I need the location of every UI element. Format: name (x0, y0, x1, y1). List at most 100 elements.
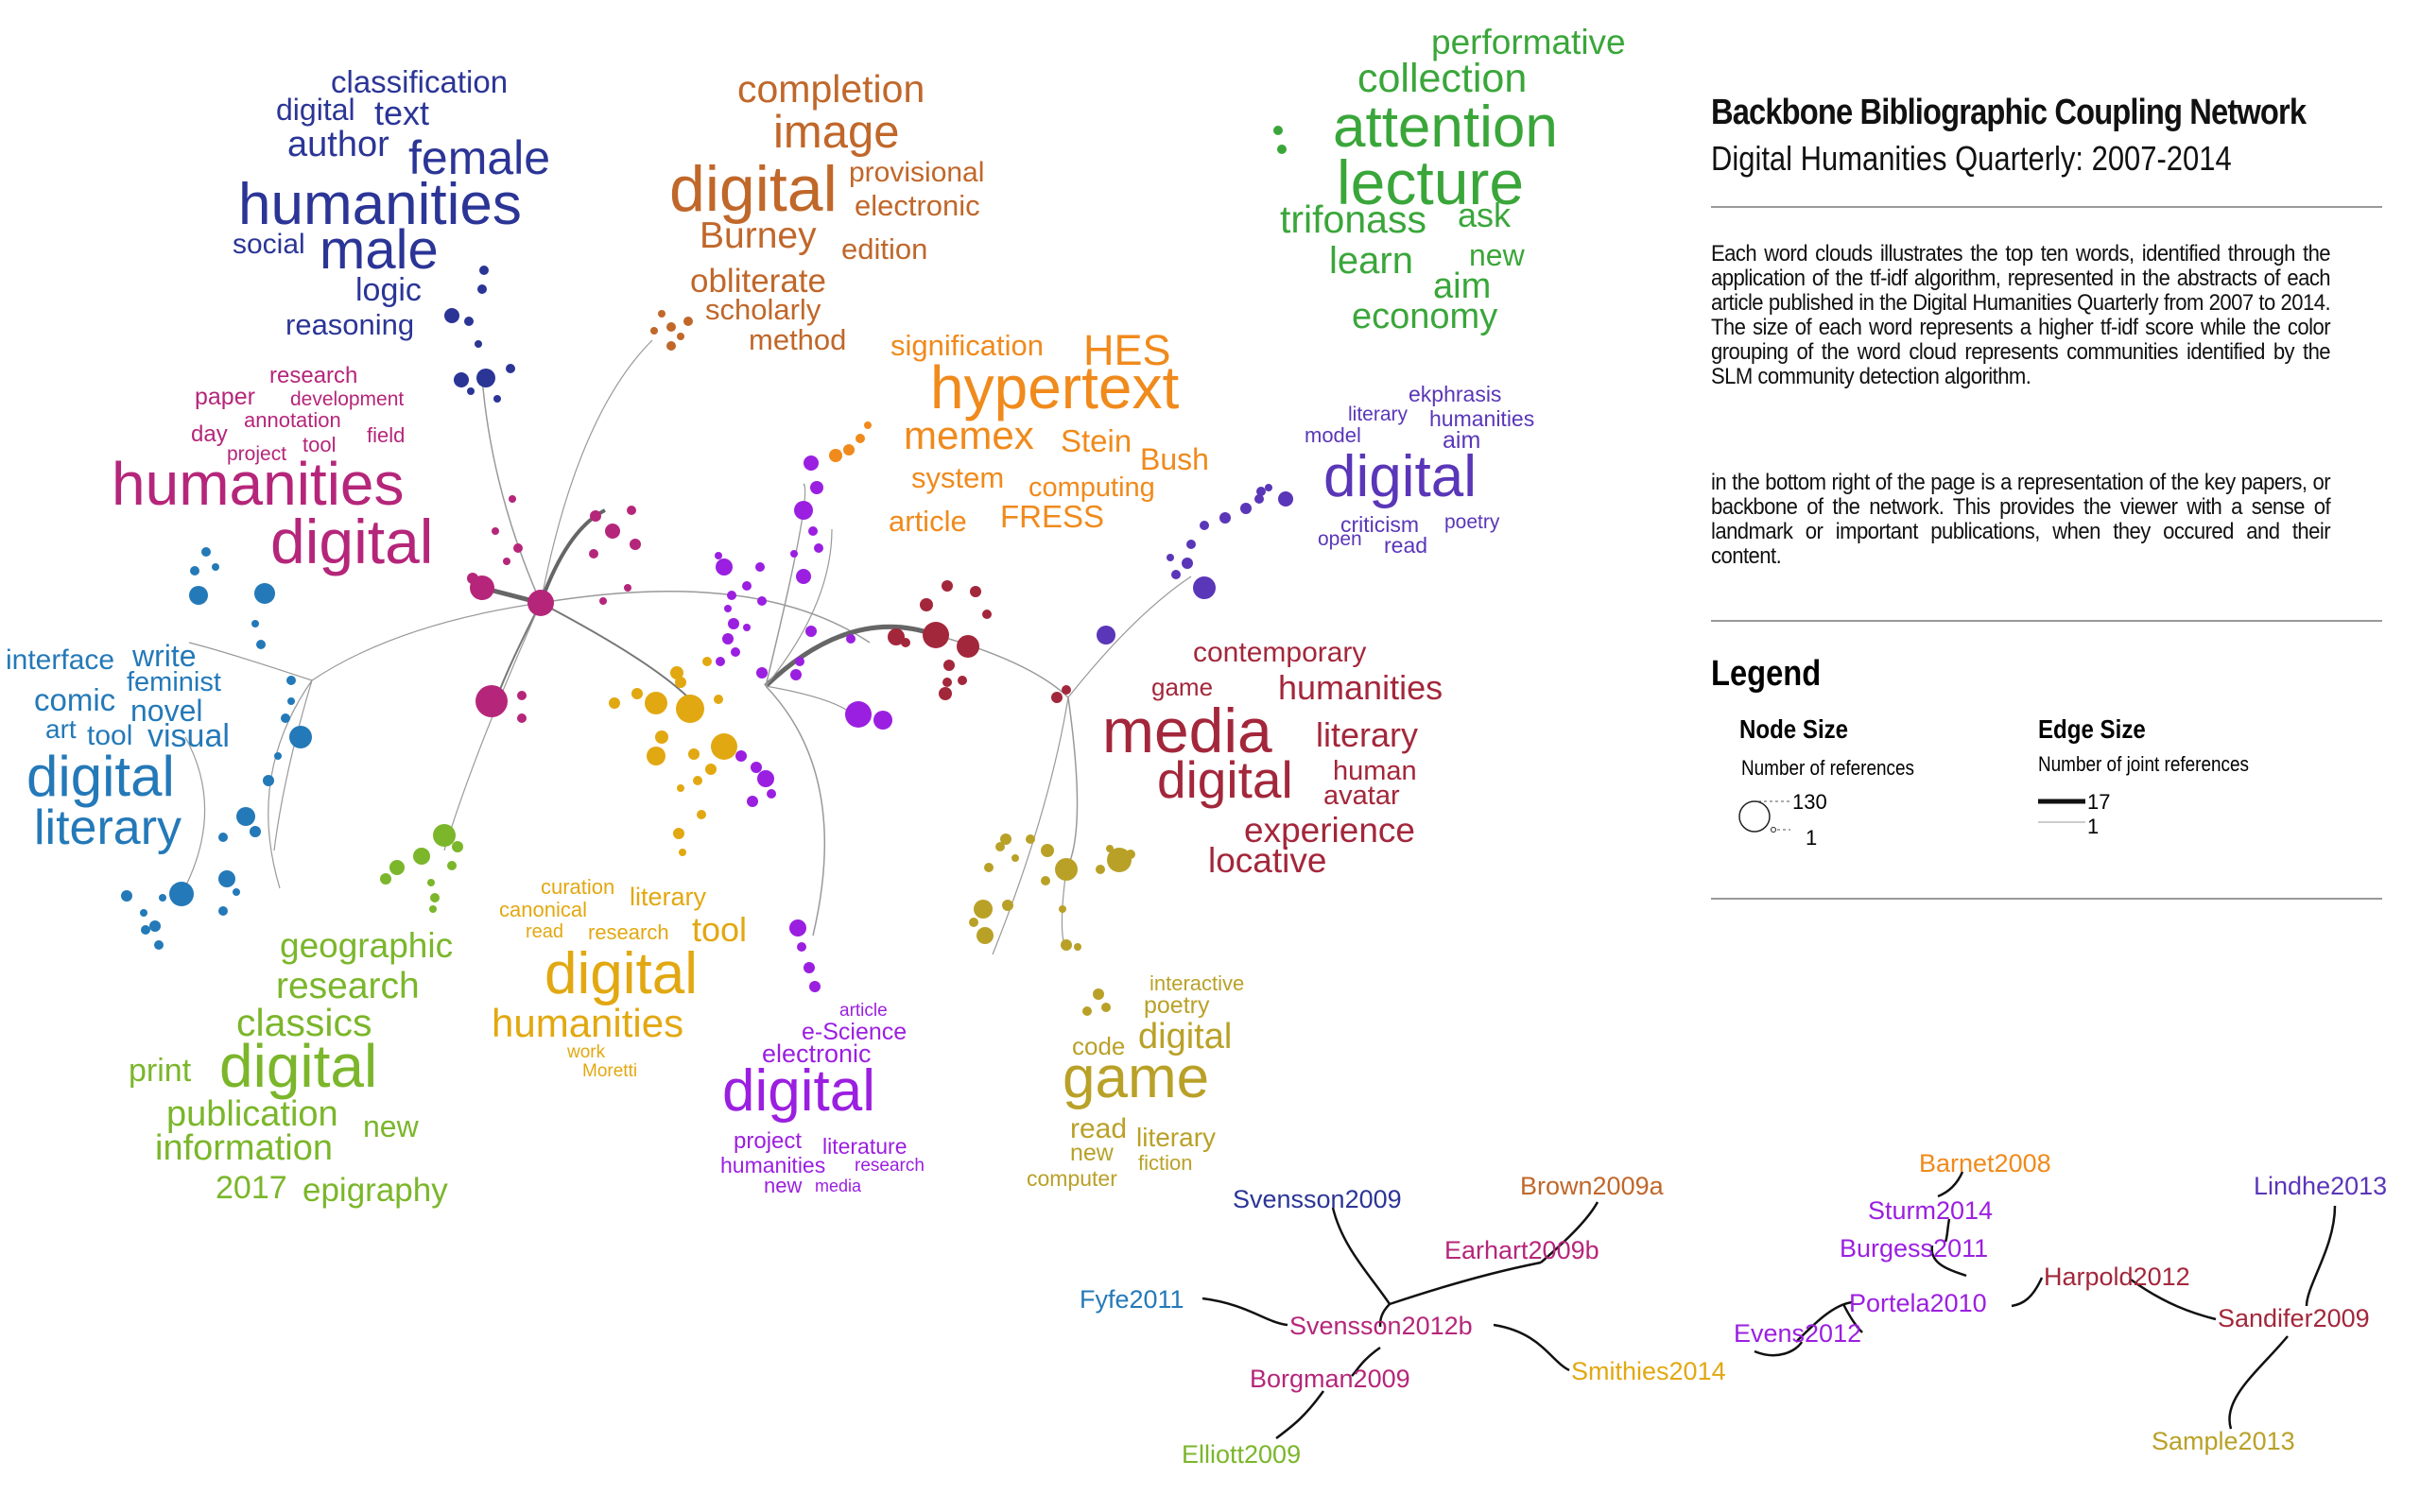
network-node (190, 566, 199, 576)
cloud-word-lime: publication (166, 1094, 338, 1134)
cloud-word-maroon: locative (1208, 841, 1327, 880)
network-node (655, 730, 668, 744)
divider (1711, 898, 2382, 900)
network-node (1193, 576, 1216, 599)
network-node (666, 341, 676, 351)
network-node (939, 687, 952, 700)
cloud-word-purple: project (734, 1128, 803, 1154)
network-node (1002, 900, 1013, 911)
cloud-word-olive: new (1070, 1140, 1114, 1166)
network-node (233, 888, 240, 896)
network-node (755, 562, 765, 572)
cloud-word-green: aim (1433, 266, 1492, 306)
network-node (645, 692, 667, 714)
network-node (154, 940, 164, 950)
network-node (1000, 833, 1011, 845)
backbone-paper-label: Brown2009a (1520, 1172, 1664, 1200)
network-node (789, 919, 806, 936)
network-node (1101, 1003, 1111, 1012)
backbone-edge (1944, 1218, 1951, 1243)
cloud-word-olive: digital (1138, 1017, 1233, 1057)
backbone-edge (1378, 1303, 1391, 1328)
network-node (1051, 692, 1063, 703)
network-node (974, 900, 993, 919)
network-node (1097, 626, 1115, 644)
cloud-word-gold: work (567, 1042, 606, 1062)
cloud-word-magenta: digital (270, 507, 434, 576)
cloud-word-navy: humanities (238, 172, 522, 237)
network-node (631, 688, 643, 699)
backbone-paper-label: Smithies2014 (1571, 1357, 1726, 1385)
network-node (1093, 988, 1104, 1000)
cloud-word-navy: logic (355, 272, 422, 308)
cloud-word-green: attention (1333, 94, 1558, 160)
network-edge (188, 642, 313, 681)
cloud-word-green: collection (1357, 56, 1528, 101)
cloud-word-blue: tool (87, 720, 133, 751)
network-node (888, 628, 905, 645)
network-node (1256, 487, 1266, 496)
cloud-word-lime: digital (219, 1032, 378, 1100)
network-node (218, 906, 228, 916)
network-node (677, 784, 684, 792)
network-node (942, 678, 952, 687)
description-paragraph-2: in the bottom right of the page is a rep… (1711, 470, 2331, 569)
backbone-edge (2011, 1277, 2044, 1308)
network-node (493, 395, 501, 403)
cloud-word-navy: social (233, 229, 305, 260)
network-node (1041, 844, 1054, 857)
cloud-word-gold: literary (630, 883, 707, 911)
network-edge (311, 602, 542, 681)
cloud-word-maroon: media (1102, 696, 1272, 765)
cloud-word-orange: memex (904, 413, 1034, 457)
cloud-word-rust: electronic (855, 189, 980, 222)
legend-title: Legend (1711, 654, 1822, 694)
network-node (673, 828, 684, 839)
network-node (1026, 834, 1035, 844)
cloud-word-olive: computer (1027, 1166, 1117, 1191)
network-node (509, 495, 516, 503)
network-node (856, 434, 865, 443)
network-node (727, 591, 736, 600)
cloud-word-olive: game (1063, 1045, 1210, 1110)
network-node (873, 711, 892, 730)
network-node (287, 697, 295, 705)
cloud-word-rust: obliterate (690, 263, 826, 300)
network-edge (179, 736, 206, 899)
cloud-word-blue: feminist (127, 667, 221, 697)
network-node (389, 860, 405, 875)
legend-node-size-min: 1 (1806, 826, 1818, 850)
network-edge (273, 679, 313, 851)
backbone-edge (1351, 1346, 1381, 1377)
network-edge (765, 685, 825, 936)
cloud-word-navy: classification (331, 64, 509, 99)
info-panel: Backbone Bibliographic Coupling Network … (1711, 93, 2382, 179)
network-node (492, 527, 499, 535)
network-node (1265, 484, 1272, 491)
cloud-word-magenta: project (227, 443, 287, 465)
panel-subtitle: Digital Humanities Quarterly: 2007-2014 (1711, 139, 2232, 178)
backbone-paper-label: Svensson2009 (1233, 1185, 1402, 1213)
network-edge (540, 602, 691, 700)
network-node (711, 733, 737, 760)
cloud-word-rust: provisional (849, 157, 985, 188)
cloud-word-green: performative (1431, 23, 1626, 61)
cloud-word-magenta: field (367, 423, 406, 447)
backbone-paper-label: Sample2013 (2152, 1427, 2295, 1455)
network-node (742, 581, 752, 591)
network-node (1107, 848, 1132, 872)
network-edge (765, 483, 806, 687)
cloud-word-orange: system (911, 461, 1005, 494)
network-node (716, 558, 733, 576)
network-node (767, 789, 776, 799)
legend-edge-size-max: 17 (2087, 790, 2111, 814)
description-paragraph-1: Each word clouds illustrates the top ten… (1711, 241, 2331, 389)
network-node (274, 752, 282, 760)
cloud-word-orange: signification (890, 329, 1044, 362)
backbone-edge (1389, 1261, 1542, 1306)
divider (1711, 206, 2382, 208)
cloud-word-orange: FRESS (1000, 499, 1105, 534)
cloud-word-purple: digital (722, 1058, 875, 1124)
network-node (650, 327, 658, 335)
